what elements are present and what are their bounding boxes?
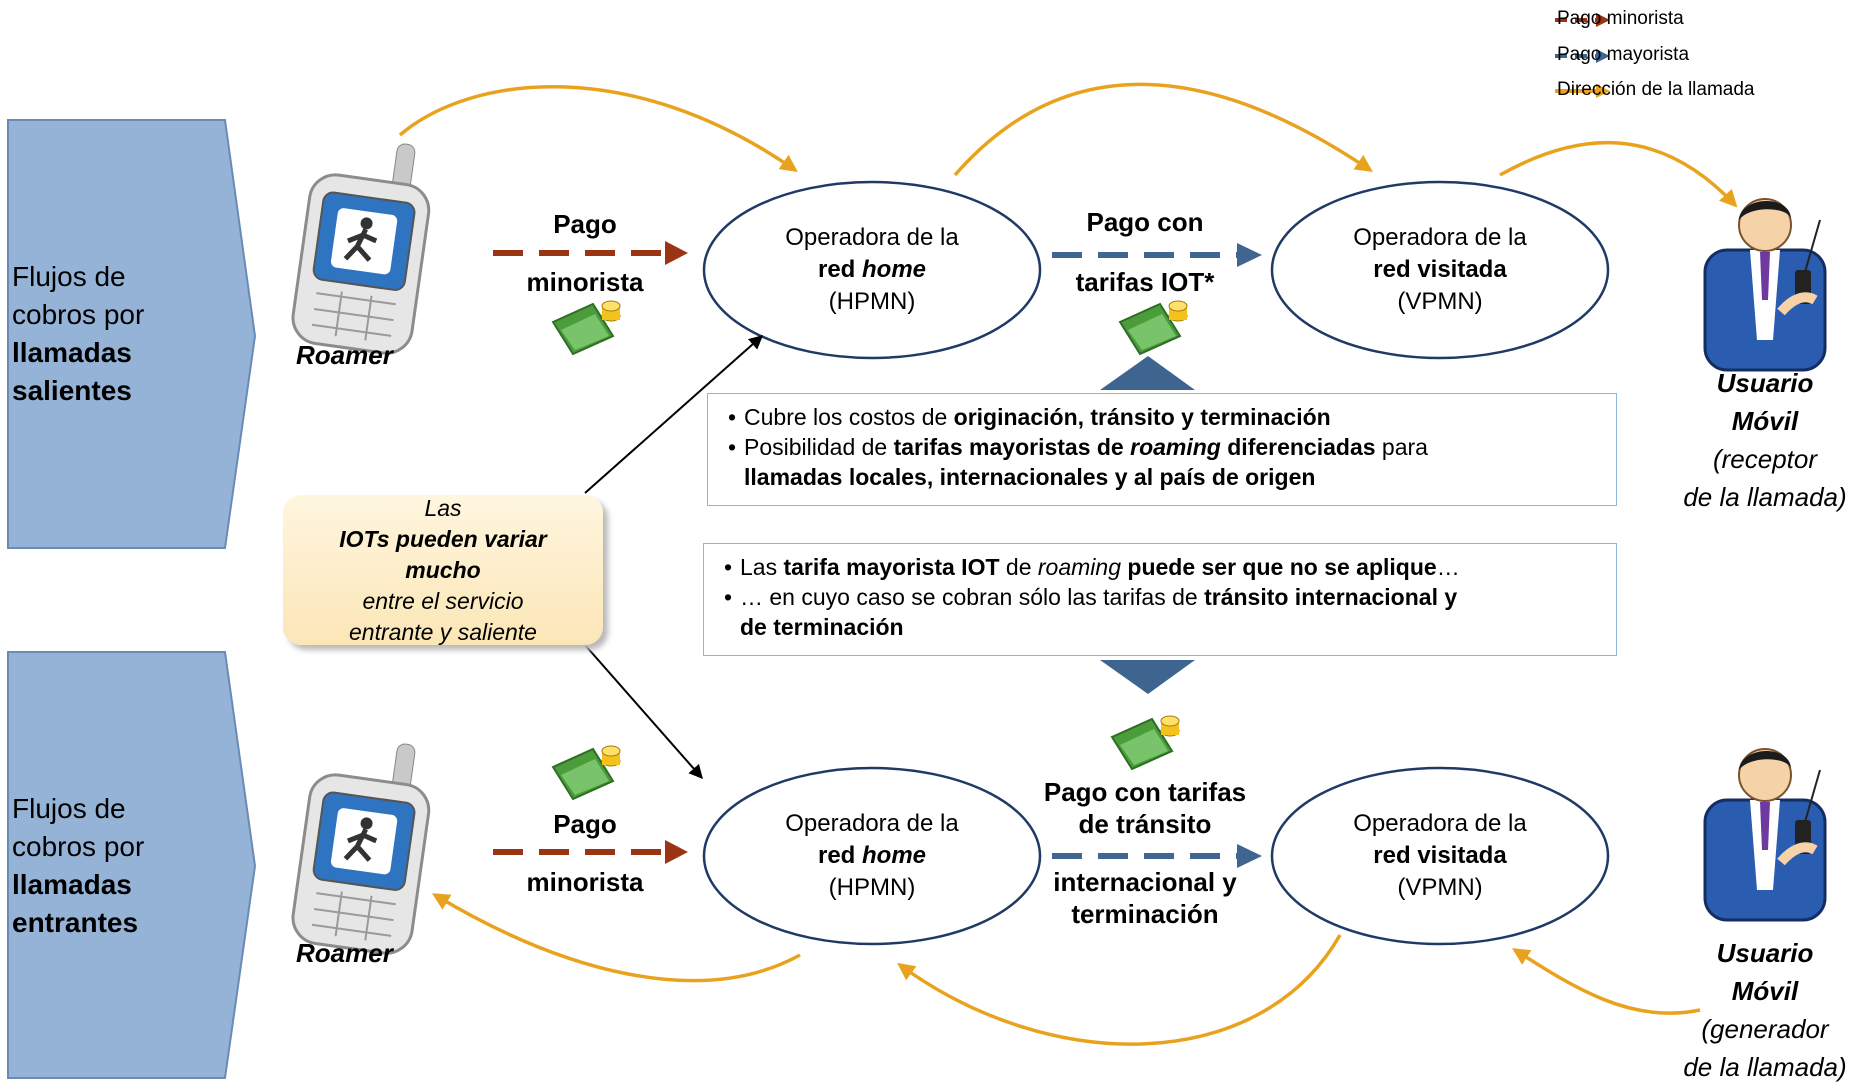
outgoing-panel-label: Flujos de cobros por llamadas salientes xyxy=(12,261,145,406)
visited-operator-node xyxy=(1270,180,1610,360)
transit-info-box: Las tarifa mayorista IOT de roaming pued… xyxy=(703,543,1617,656)
call-direction-arrow xyxy=(953,82,1373,177)
transit-bullet-transit: … en cuyo caso se cobran sólo las tarifa… xyxy=(724,582,1600,642)
money-icon xyxy=(551,300,621,356)
legend-wholesale-arrow xyxy=(1555,49,1610,63)
legend-retail-arrow xyxy=(1555,13,1610,27)
call-direction-arrow xyxy=(398,85,798,172)
iot-bullet-costs: Cubre los costos de originación, tránsit… xyxy=(728,402,1600,432)
mobile-user-icon xyxy=(1703,748,1827,922)
money-icon xyxy=(1110,715,1180,771)
iot-bullet-rates: Posibilidad de tarifas mayoristas de roa… xyxy=(728,432,1600,492)
wholesale-payment-arrow xyxy=(1052,844,1262,868)
money-icon xyxy=(551,745,621,801)
mobile-user-label: Usuario Móvil (generador de la llamada) xyxy=(1683,938,1847,1082)
retail-payment-label: Pago minorista xyxy=(526,209,644,297)
call-direction-arrow xyxy=(1499,140,1738,208)
call-direction-arrow xyxy=(1512,948,1701,1015)
legend-call-direction-label: Dirección de la llamada xyxy=(1557,79,1755,100)
home-operator-node xyxy=(702,766,1042,946)
wholesale-payment-label: Pago con tarifas IOT* xyxy=(1075,207,1215,297)
incoming-flow-panel xyxy=(7,651,257,1079)
up-triangle xyxy=(1100,356,1195,390)
retail-payment-arrow xyxy=(493,840,688,864)
roamer-phone-icon xyxy=(291,743,431,955)
down-triangle xyxy=(1100,660,1195,694)
legend-call-arrow xyxy=(1555,84,1610,98)
iot-variation-note: Las IOTs pueden variar mucho entre el se… xyxy=(283,495,603,645)
transit-bullet-iot: Las tarifa mayorista IOT de roaming pued… xyxy=(724,552,1600,582)
legend-wholesale-label: Pago mayorista xyxy=(1557,44,1690,65)
mobile-user-icon xyxy=(1703,198,1827,372)
money-icon xyxy=(1118,300,1188,356)
note-connector-arrow xyxy=(584,335,764,494)
home-operator-label: Operadora de la red home (HPMN) xyxy=(785,810,959,901)
home-operator-node xyxy=(702,180,1042,360)
visited-operator-label: Operadora de la red visitada (VPMN) xyxy=(1353,224,1527,315)
legend-retail-label: Pago minorista xyxy=(1557,8,1684,29)
iot-info-box: Cubre los costos de originación, tránsit… xyxy=(707,393,1617,506)
call-direction-arrow xyxy=(897,934,1342,1046)
home-operator-label: Operadora de la red home (HPMN) xyxy=(785,224,959,315)
wholesale-payment-arrow xyxy=(1052,243,1262,267)
wholesale-payment-label: Pago con tarifas de tránsito internacion… xyxy=(1043,777,1247,929)
roamer-phone-icon xyxy=(291,143,431,355)
outgoing-flow-panel xyxy=(7,119,257,549)
call-direction-arrow xyxy=(431,893,801,983)
mobile-user-label: Usuario Móvil (receptor de la llamada) xyxy=(1683,368,1847,512)
incoming-panel-label: Flujos de cobros por llamadas entrantes xyxy=(12,793,145,938)
retail-payment-label: Pago minorista xyxy=(526,809,644,897)
note-connector-arrow xyxy=(584,644,703,780)
roamer-label: Roamer xyxy=(296,340,393,370)
visited-operator-label: Operadora de la red visitada (VPMN) xyxy=(1353,810,1527,901)
retail-payment-arrow xyxy=(493,241,688,265)
visited-operator-node xyxy=(1270,766,1610,946)
roamer-label: Roamer xyxy=(296,938,393,968)
